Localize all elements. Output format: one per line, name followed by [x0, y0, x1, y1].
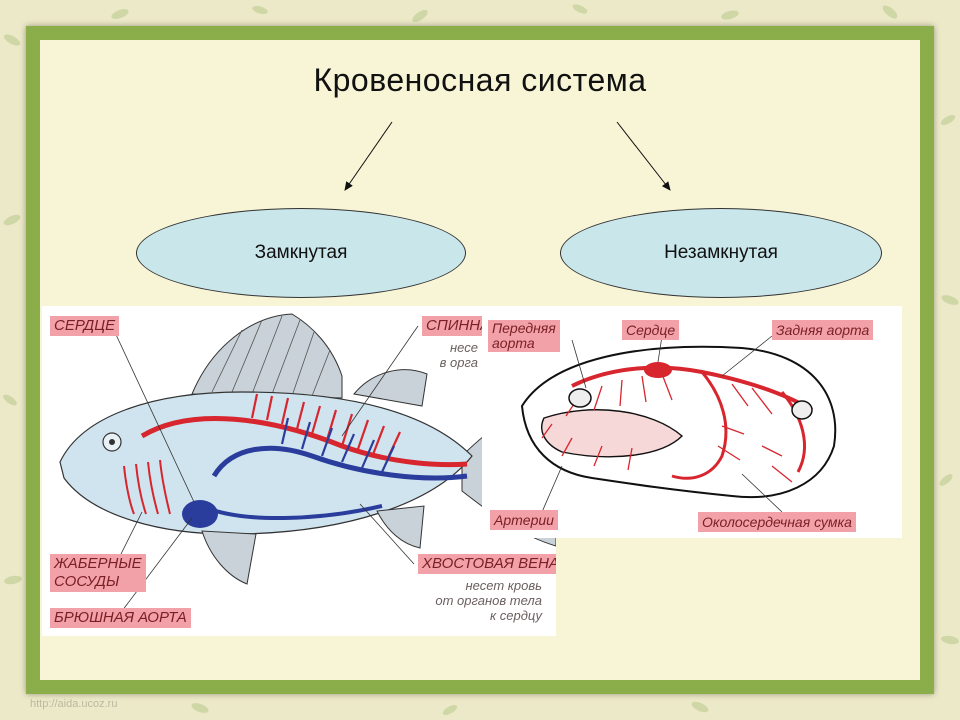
fish-circulation-diagram: СЕРДЦЕ СПИННА несе в орга ЖАБЕРНЫЕ СОСУД… [42, 306, 556, 636]
mollusc-arteries-label: Артерии [490, 510, 558, 530]
fish-ventral-vein [201, 504, 383, 520]
watermark: http://aida.ucoz.ru [30, 698, 118, 710]
mollusc-heart-label: Сердце [622, 320, 680, 340]
slide-title: Кровеносная система [313, 62, 647, 98]
fish-dorsal-aorta [140, 415, 468, 468]
mollusc-foot [541, 409, 684, 458]
fish-anal-fin [376, 505, 425, 549]
open-system-label: Незамкнутая [664, 242, 778, 263]
fish-dorsal-aorta-label: СПИННА [422, 316, 495, 336]
closed-system-label: Замкнутая [254, 242, 348, 263]
fish-caudal-vein [211, 445, 468, 481]
mollusc-adductor-back [791, 400, 813, 420]
fish-dorsal-note: несе в орга [439, 340, 478, 370]
mollusc-posterior-aorta-label: Задняя аорта [772, 320, 874, 340]
mollusc-anterior-aorta-label: Передняя аорта [488, 320, 560, 352]
closed-system-oval: Замкнутая [136, 208, 466, 298]
open-system-oval: Незамкнутая [560, 208, 882, 298]
fish-heart [182, 500, 218, 528]
fish-second-dorsal-fin [353, 369, 428, 407]
mollusc-circulation-diagram: Передняя аорта Сердце Задняя аорта Артер… [482, 306, 902, 538]
fish-pelvic-fin [201, 530, 257, 585]
mollusc-heart [644, 362, 672, 378]
mollusc-adductor-front [568, 388, 592, 408]
mollusc-pericardium-label: Околосердечная сумка [698, 512, 856, 532]
fish-caudal-vein-label: ХВОСТОВАЯ ВЕНА [418, 554, 556, 574]
fish-caudal-note: несет кровь от органов тела к сердцу [435, 578, 542, 623]
mollusc-aorta [571, 365, 814, 412]
fish-gill-vessels-label: ЖАБЕРНЫЕ СОСУДЫ [50, 554, 146, 592]
mollusc-illustration [520, 335, 837, 513]
fish-heart-label: СЕРДЦЕ [50, 316, 120, 336]
fish-ventral-aorta-label: БРЮШНАЯ АОРТА [50, 608, 191, 628]
